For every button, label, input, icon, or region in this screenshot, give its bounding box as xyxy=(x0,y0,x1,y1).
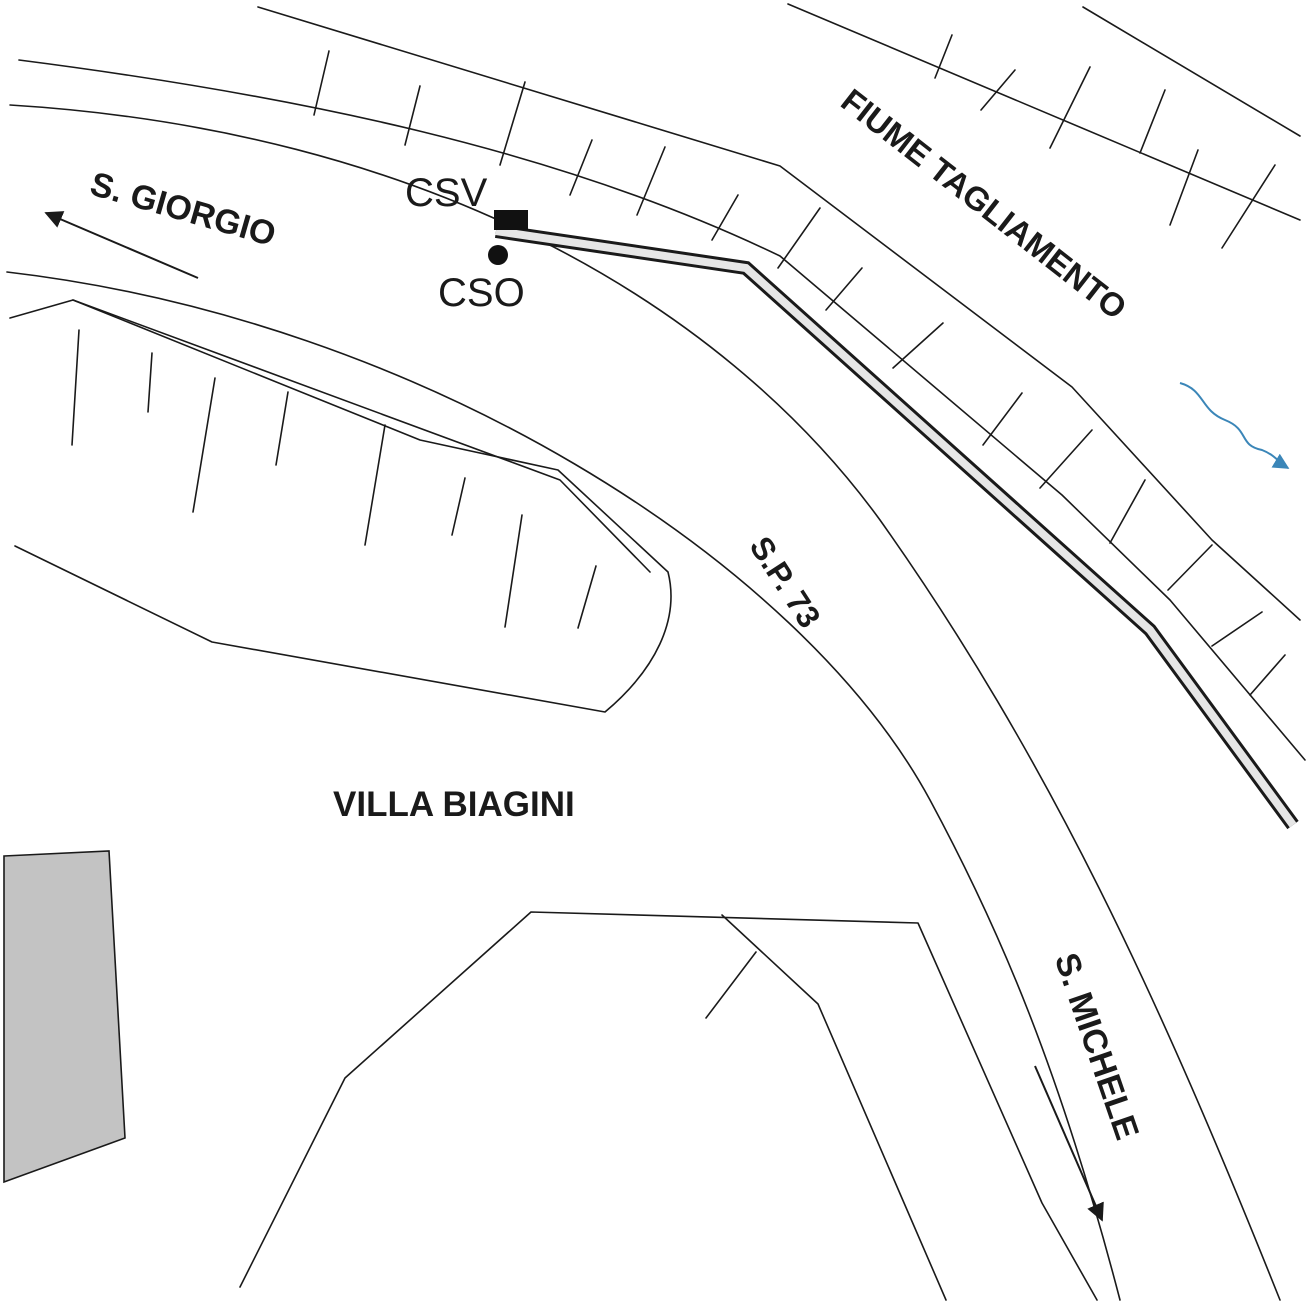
west-direction-label: S. GIORGIO xyxy=(86,165,280,254)
arrow-left-icon xyxy=(44,211,199,279)
cso-label: CSO xyxy=(438,271,525,315)
road-sp73-edges xyxy=(6,104,1281,1301)
arrow-down-icon xyxy=(1034,1065,1104,1222)
village-label: VILLA BIAGINI xyxy=(333,785,575,824)
embankment-hatch xyxy=(313,34,1286,696)
csv-square-marker-icon xyxy=(494,210,528,230)
lower-plot xyxy=(239,911,1098,1301)
cso-dot-marker-icon xyxy=(488,245,508,265)
csv-label: CSV xyxy=(405,171,488,215)
river-banks xyxy=(18,3,1306,761)
building xyxy=(3,850,126,1184)
left-hill xyxy=(9,299,672,713)
pipeline xyxy=(494,224,1299,830)
river-flow-arrow-icon xyxy=(1179,382,1290,469)
south-direction-label: S. MICHELE xyxy=(1047,948,1146,1144)
river-label: FIUME TAGLIAMENTO xyxy=(834,81,1133,326)
